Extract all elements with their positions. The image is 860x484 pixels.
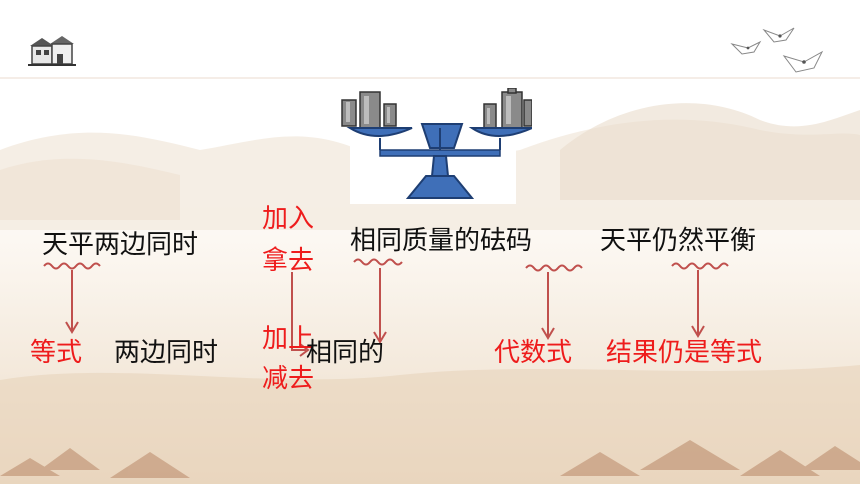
- arrow-add-to-add: [291, 272, 306, 351]
- wavy-underline-balance: [671, 262, 729, 270]
- cranes-icon: [730, 27, 824, 73]
- wavy-underline-same-mass: [353, 258, 403, 266]
- row2-phrase-same: 相同的: [306, 338, 385, 368]
- row2-option-plus: 加上: [262, 324, 315, 354]
- row2-phrase-result-still-equation: 结果仍是等式: [606, 338, 763, 368]
- balance-scale-illustration: [341, 88, 532, 204]
- row2-phrase-both-sides: 两边同时: [114, 338, 219, 368]
- wavy-underline-scale: [43, 262, 101, 270]
- row1-phrase-scale-both-sides: 天平两边同时: [42, 230, 199, 260]
- row2-term-algebraic-expression: 代数式: [494, 338, 573, 368]
- row1-option-take-away: 拿去: [262, 246, 315, 276]
- wavy-underline-weights: [525, 264, 583, 272]
- row2-term-equation: 等式: [30, 338, 83, 368]
- house-icon: [28, 36, 76, 66]
- row1-phrase-same-mass-weights: 相同质量的砝码: [350, 226, 533, 256]
- row1-option-add: 加入: [262, 204, 315, 234]
- row2-option-minus: 减去: [262, 364, 315, 394]
- row1-phrase-still-balanced: 天平仍然平衡: [600, 226, 757, 256]
